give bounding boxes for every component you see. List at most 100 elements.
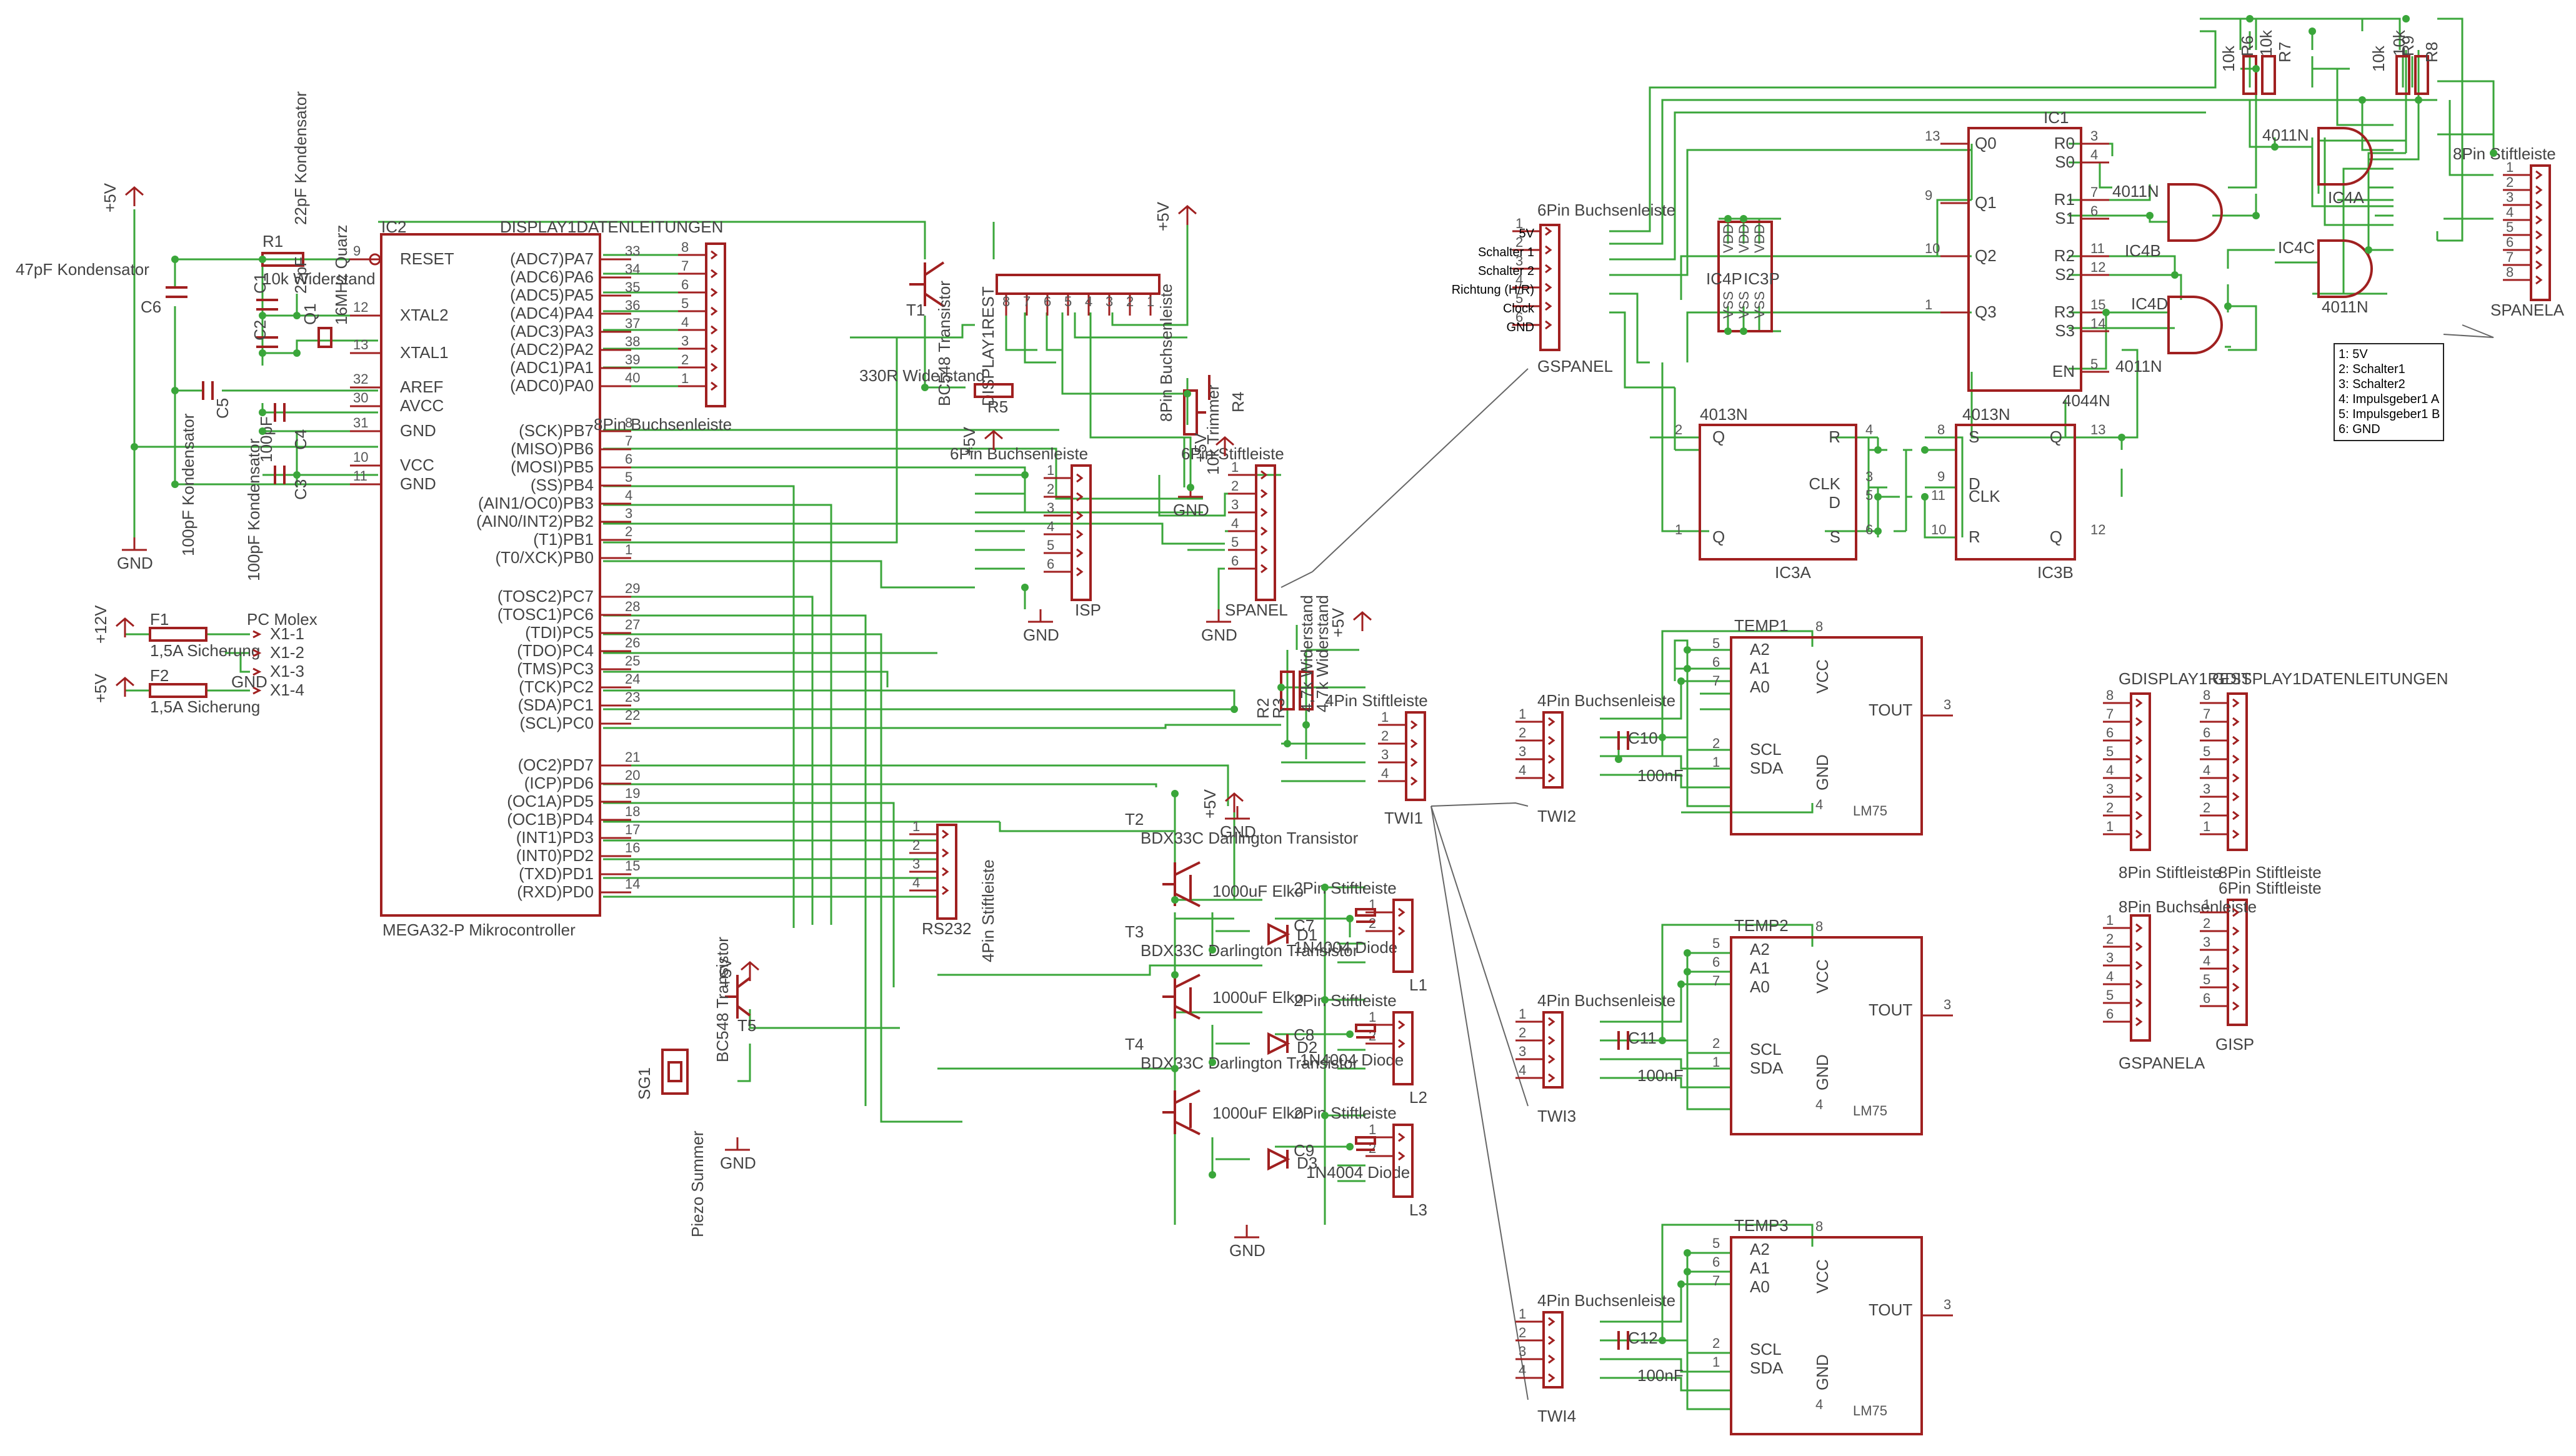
header-pin-mark (1410, 776, 1418, 786)
junction-dot (2402, 15, 2410, 22)
lm75-pin-label: A2 (1750, 940, 1770, 959)
junction-dot (2171, 271, 2179, 279)
header-pin-num: 3 (1381, 747, 1389, 762)
ic2-pin-num: 6 (625, 451, 632, 467)
ic2-pin-num: 10 (353, 449, 368, 465)
ic2-pin-label: (SCL)PC0 (520, 714, 594, 732)
lm75-pin-num: 2 (1712, 1335, 1720, 1351)
ic2-pin-label: (ADC5)PA5 (510, 286, 594, 304)
lm75-pin-label: SDA (1750, 1359, 1784, 1377)
ground-label: GND (1023, 626, 1059, 644)
svg-text:12: 12 (2090, 522, 2105, 537)
ic2-pin-label: (T0/XCK)PB0 (496, 548, 594, 567)
junction-dot (1684, 1249, 1691, 1257)
lm75-pin-num: 6 (1712, 954, 1720, 970)
ic2-pin-label: (TDO)PC4 (517, 641, 594, 660)
header-pin-num: 1 (912, 819, 920, 834)
header-pin-num: 5 (1231, 534, 1239, 550)
lm75-pin-label: GND (1813, 1354, 1832, 1390)
gspanel-signal: Schalter 2 (1478, 264, 1534, 278)
ic1-value: 4044N (2062, 391, 2110, 410)
junction-dot (921, 384, 929, 391)
l-pin-num: 2 (1369, 915, 1376, 931)
f1-label: F1 (150, 610, 169, 629)
ic2-pin-num: 33 (625, 243, 640, 259)
gspanel-header: 6Pin Buchsenleiste GSPANEL 1234565VSchal… (1452, 201, 1675, 376)
ic2-pin-label: (AIN0/INT2)PB2 (476, 512, 594, 531)
ic1-pin-num: 6 (2090, 203, 2098, 219)
l-pin-mark (1398, 1151, 1405, 1161)
header-pin-mark (2135, 754, 2143, 764)
header-pin-mark (711, 344, 718, 354)
l3-label: L3 (1409, 1200, 1427, 1219)
c9-value: 1000uF Elko (1212, 1104, 1304, 1122)
ic2-pin-num: 21 (625, 749, 640, 765)
legend-entry: 1: 5V (2339, 347, 2368, 361)
header-pin-mark (711, 250, 718, 260)
ic2-pin-num: 3 (625, 506, 632, 521)
header-pin-mark (1548, 1354, 1555, 1364)
ic3a-pin-label: Q (1712, 527, 1725, 546)
junction-dot (2146, 212, 2154, 219)
header-pin-mark (2535, 170, 2543, 180)
ic1-pin-num: 13 (1925, 128, 1940, 144)
svg-text:4: 4 (1815, 797, 1823, 812)
r4-label: R4 (1229, 392, 1247, 412)
lm75-pin-label: TOUT (1869, 1300, 1912, 1319)
junction-dot (1209, 946, 1216, 954)
gdisplay1rest-value: 8Pin Stiftleiste (2119, 863, 2222, 882)
dr-pin-num: 7 (1023, 294, 1031, 309)
ic2-pin-num: 24 (625, 671, 640, 687)
ic2-pin-num: 34 (625, 261, 640, 277)
header-pin-mark (2232, 810, 2240, 820)
junction-dot (1187, 484, 1194, 491)
header-pin-num: 6 (2506, 234, 2514, 250)
ic3b-pin-label: Q (2050, 427, 2062, 446)
lm75-pin-num: 1 (1712, 754, 1720, 770)
isp-label: ISP (1075, 601, 1101, 619)
ic2-pin-num: 35 (625, 279, 640, 295)
legend-entry: 5: Impulsgeber1 B (2339, 407, 2440, 421)
header-pin-mark (1076, 511, 1084, 521)
dr-pin-num: 1 (1147, 294, 1154, 309)
junction-dot (293, 349, 301, 357)
ic2-pin-num: 22 (625, 707, 640, 723)
molex-pin-label: X1-2 (270, 643, 304, 662)
ground-label: GND (1201, 626, 1237, 644)
header-pin-num: 2 (1519, 1025, 1526, 1040)
lm75-pin-num: 6 (1712, 1254, 1720, 1270)
svg-text:8: 8 (1937, 422, 1945, 437)
header-pin-num: 1 (1519, 1306, 1526, 1322)
legend-entry: 2: Schalter1 (2339, 362, 2405, 376)
ic2-pin-label: (INT0)PD2 (516, 846, 594, 865)
r6-label: R6 (2238, 36, 2257, 56)
d1-value: 1N4004 Diode (1294, 938, 1397, 957)
c8-value: 1000uF Elko (1212, 988, 1304, 1007)
header-pin-num: 4 (912, 875, 920, 890)
d2-label: D2 (1297, 1038, 1317, 1057)
svg-text:6: 6 (1865, 522, 1873, 537)
spanel-label: SPANEL (1225, 601, 1288, 619)
header-pin-num: 1 (2506, 159, 2514, 175)
ic4d-label: IC4D (2131, 294, 2168, 313)
connector-array: GDISPLAY1REST GDISPLAY1DATENLEITUNGEN 8P… (2103, 669, 2449, 1072)
t2-darlington: T2 BDX33C Darlington Transistor 1000uF E… (1125, 810, 1397, 957)
l2-label: L2 (1409, 1088, 1427, 1107)
header-pin-num: 4 (1519, 1062, 1526, 1078)
ic2-pin-label: XTAL2 (400, 306, 449, 324)
junction-dot (259, 349, 266, 357)
gspanel-label: GSPANEL (1537, 357, 1613, 376)
ic4p-value: IC3P (1744, 269, 1780, 288)
header-pin-num: 7 (2106, 706, 2114, 722)
header-pin-mark (2135, 792, 2143, 802)
ic2-pin-label: (ADC4)PA4 (510, 304, 594, 322)
supply-label: +5V (1154, 201, 1172, 231)
dr-pin-num: 4 (1085, 294, 1092, 309)
twi2-label: TWI2 (1537, 807, 1576, 825)
ic2-pin-label: (TDI)PC5 (525, 623, 594, 642)
ic2-pin-label: (OC1B)PD4 (507, 810, 594, 829)
ic3a-pin-label: CLK (1809, 474, 1840, 493)
header-pin-mark (2135, 1017, 2143, 1027)
header-pin-num: 7 (2506, 249, 2514, 265)
dr-pin-num: 8 (1002, 294, 1010, 309)
